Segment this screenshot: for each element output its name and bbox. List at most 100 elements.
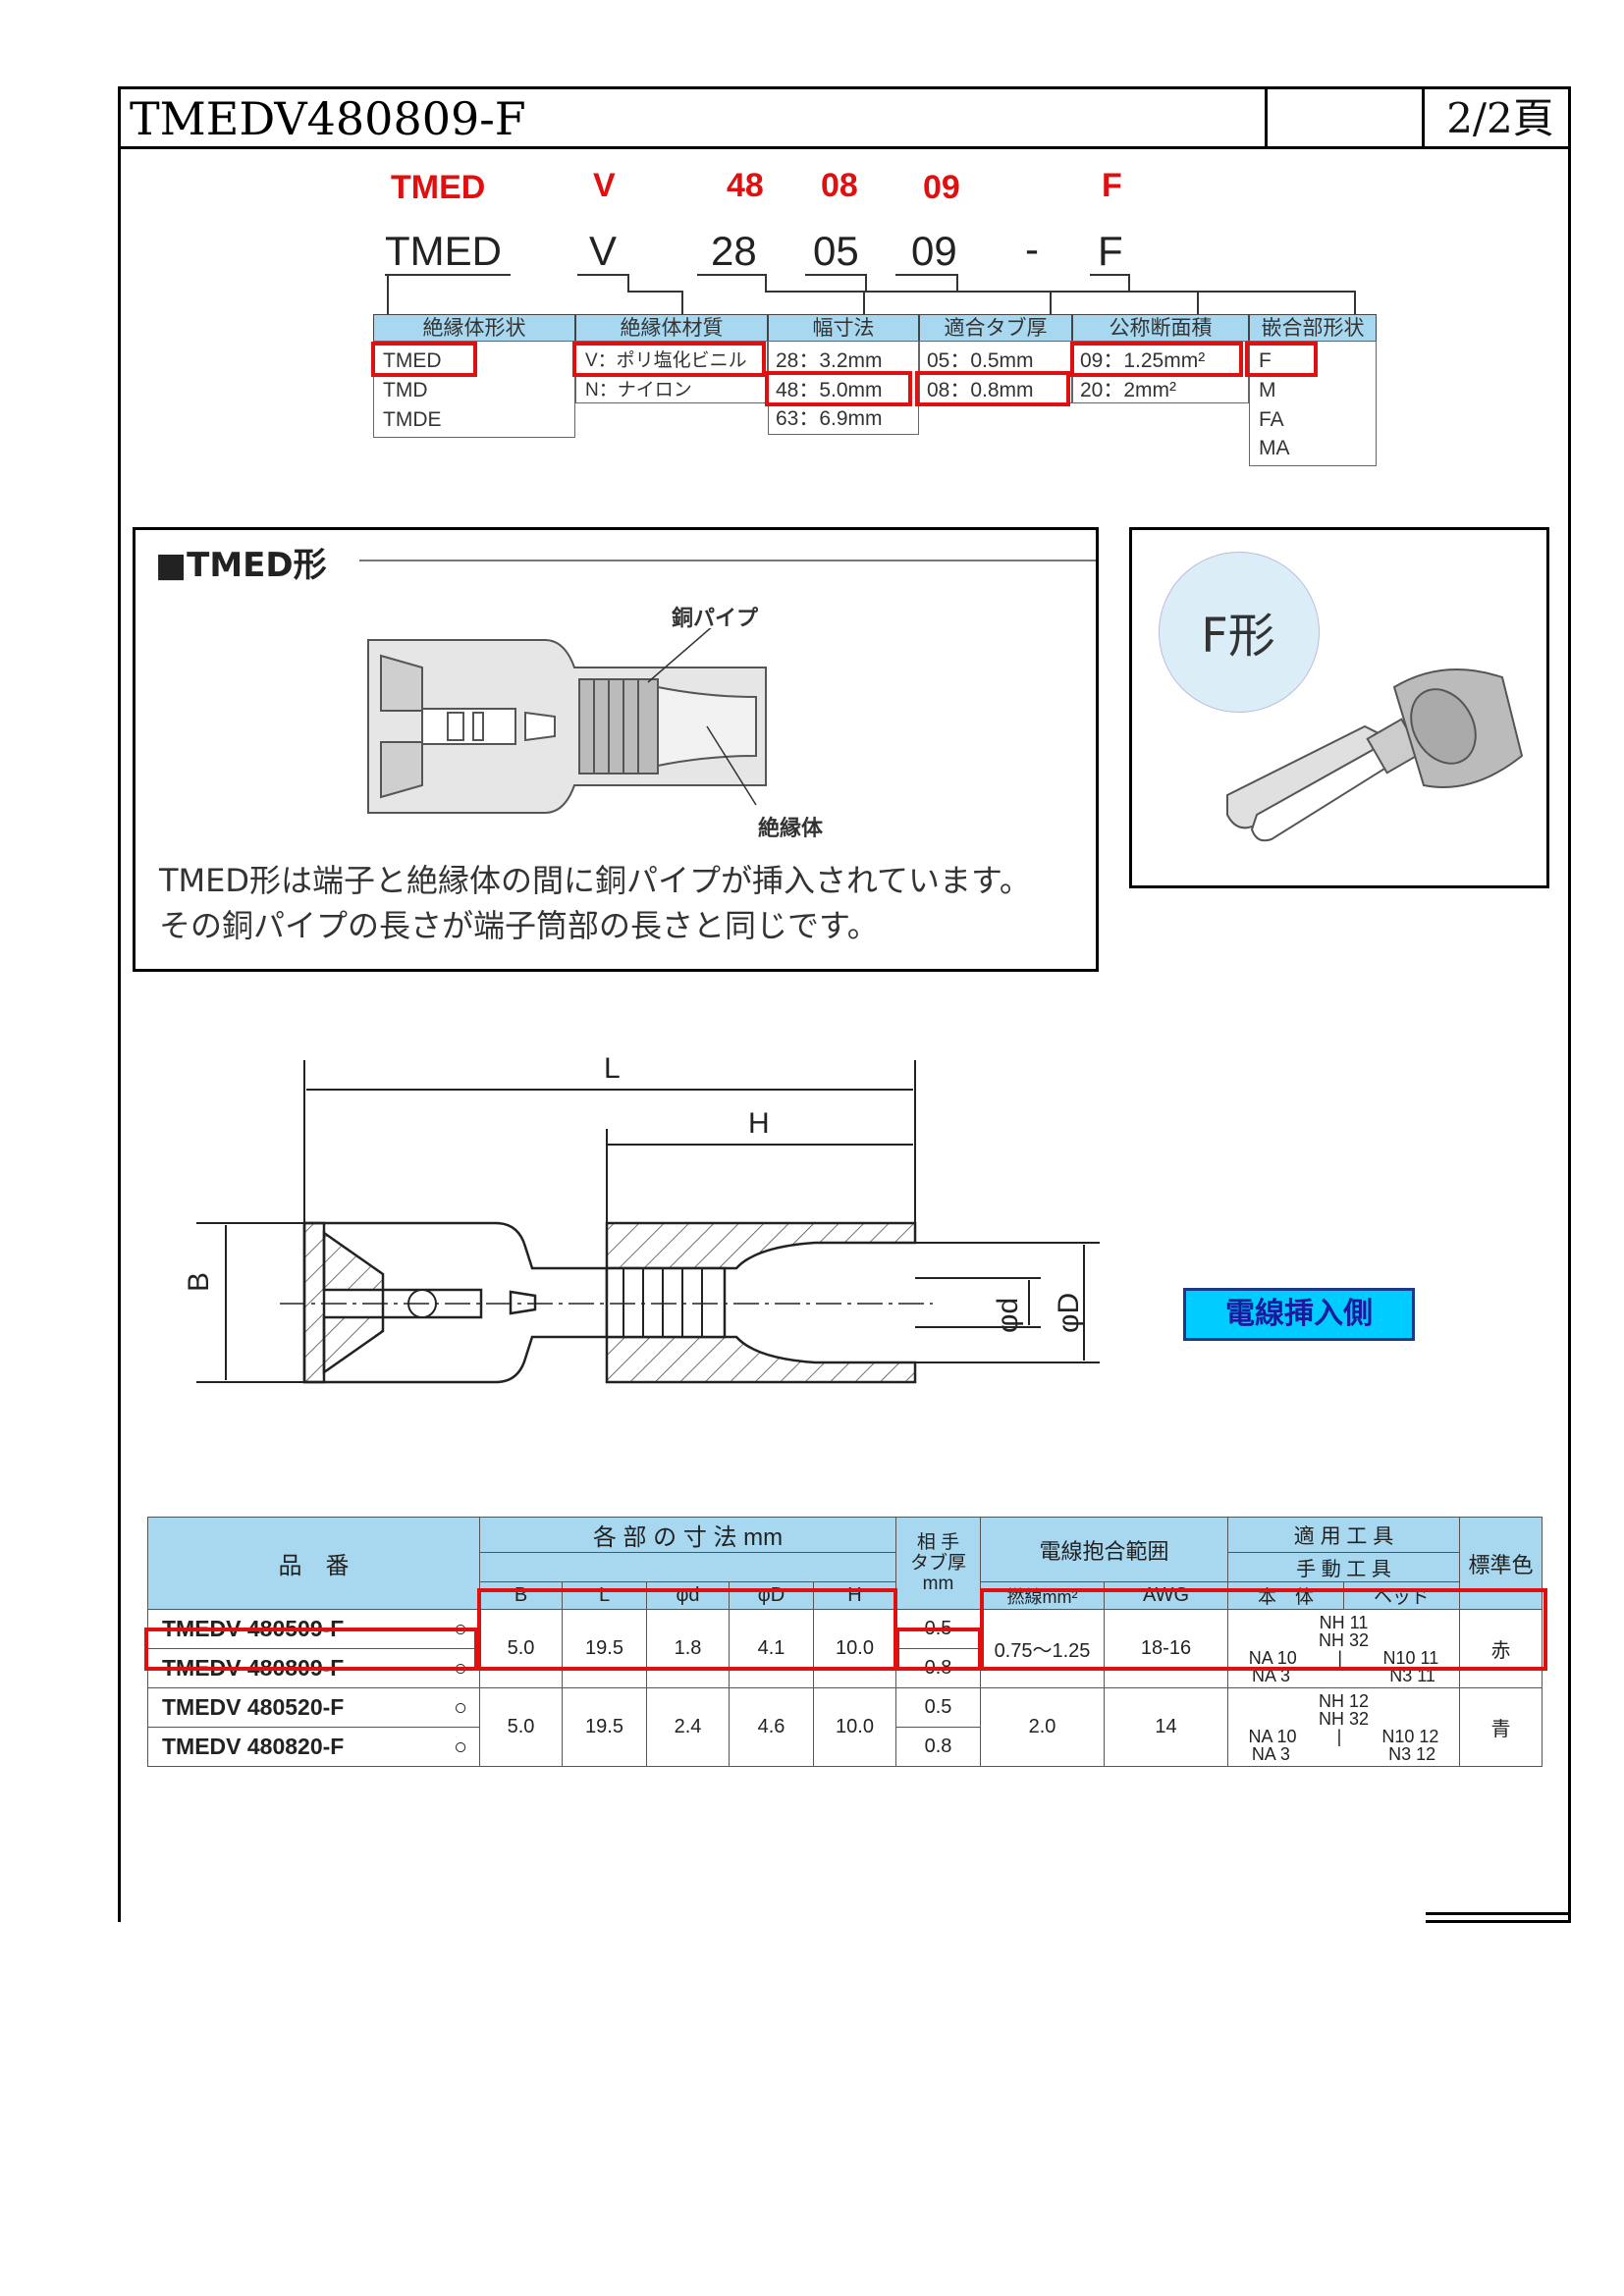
table-row: TMEDV 480820-F○ xyxy=(147,1727,480,1767)
key-col-fit-box xyxy=(1249,341,1377,466)
spec-cell-B: 5.0 xyxy=(479,1609,563,1688)
key-header-fit: 嵌合部形状 xyxy=(1249,314,1377,342)
tmed-description-line1: TMED形は端子と絶縁体の間に銅パイプが挿入されています。 xyxy=(159,862,1031,899)
example-code-material: V xyxy=(589,228,618,274)
key-shape-tmde: TMDE xyxy=(383,408,442,431)
key-header-shape: 絶縁体形状 xyxy=(373,314,575,342)
tmed-panel-title: ■TMED形 xyxy=(155,546,327,585)
spec-header-sq: 撚線mm² xyxy=(980,1581,1105,1610)
spec-header-dims: 各 部 の 寸 法 mm xyxy=(479,1517,896,1553)
spec-cell-H: 10.0 xyxy=(813,1687,896,1767)
key-header-section: 公称断面積 xyxy=(1072,314,1249,342)
highlight-tab-08 xyxy=(915,371,1070,406)
dim-label-B: B xyxy=(183,1271,215,1292)
f-terminal-illustration xyxy=(1226,668,1524,842)
key-material-n: N：ナイロン xyxy=(585,380,692,400)
spec-header-awg: AWG xyxy=(1104,1581,1228,1610)
key-header-material: 絶縁体材質 xyxy=(575,314,768,342)
spec-cell-tab: 0.8 xyxy=(895,1727,981,1767)
key-section-09: 09：1.25mm² xyxy=(1080,349,1206,372)
dim-label-d: φd xyxy=(992,1297,1024,1333)
spec-cell-d: 1.8 xyxy=(646,1609,730,1688)
key-shape-tmd: TMD xyxy=(383,379,428,401)
spec-cell-H: 10.0 xyxy=(813,1609,896,1688)
bottom-rule xyxy=(1426,1920,1571,1923)
page-number: 2/2頁 xyxy=(1446,94,1554,142)
dim-label-L: L xyxy=(604,1052,621,1085)
highlight-tab-0-8 xyxy=(895,1628,982,1671)
key-header-width: 幅寸法 xyxy=(768,314,919,342)
f-type-badge xyxy=(1159,552,1320,713)
spec-cell-B: 5.0 xyxy=(479,1687,563,1767)
example-code-shape: TMED xyxy=(385,228,502,274)
document-title: TMEDV480809-F xyxy=(130,92,526,145)
highlight-width-48 xyxy=(765,371,912,406)
right-border xyxy=(1568,149,1571,1922)
dim-label-H: H xyxy=(748,1107,770,1140)
code-connector-lines xyxy=(385,274,1356,314)
example-code-section: 09 xyxy=(911,228,957,274)
tmed-description-line2: その銅パイプの長さが端子筒部の長さと同じです。 xyxy=(159,907,879,944)
example-code-dash: - xyxy=(1025,226,1039,272)
spec-cell-D: 4.6 xyxy=(729,1687,814,1767)
key-fit-f: F xyxy=(1259,349,1272,372)
highlight-dimensions xyxy=(477,1588,897,1671)
highlight-tmed xyxy=(371,342,477,377)
spec-header-head: ヘッド xyxy=(1343,1581,1460,1610)
key-width-48: 48：5.0mm xyxy=(776,379,883,401)
spec-cell-awg: 18-16 xyxy=(1104,1609,1228,1688)
f-type-badge-label: F形 xyxy=(1201,609,1275,664)
spec-header-color: 標準色 xyxy=(1459,1517,1543,1610)
target-code-width: 48 xyxy=(727,167,764,204)
bottom-rule xyxy=(1426,1912,1571,1915)
spec-cell-L: 19.5 xyxy=(562,1687,647,1767)
key-tab-05: 05：0.5mm xyxy=(927,349,1034,372)
highlight-section-09 xyxy=(1070,342,1243,377)
key-fit-fa: FA xyxy=(1259,408,1284,431)
example-code-fit: F xyxy=(1098,228,1123,274)
dim-label-D: φD xyxy=(1053,1292,1085,1333)
key-shape-tmed: TMED xyxy=(383,349,442,372)
highlight-part-480809 xyxy=(144,1628,478,1671)
spec-header-H: H xyxy=(813,1581,896,1610)
target-code-shape: TMED xyxy=(391,169,486,206)
spec-cell-color: 青 xyxy=(1459,1687,1543,1767)
key-width-28: 28：3.2mm xyxy=(776,349,883,372)
tmed-info-panel xyxy=(133,527,1099,972)
spec-header-part: 品 番 xyxy=(147,1517,480,1610)
highlight-material-v xyxy=(572,342,766,377)
key-section-20: 20：2mm² xyxy=(1080,379,1177,401)
spec-cell-sq: 2.0 xyxy=(980,1687,1105,1767)
spec-header-B: B xyxy=(479,1581,563,1610)
spec-header-wire: 電線抱合範囲 xyxy=(980,1517,1228,1582)
spec-header-D: φD xyxy=(729,1581,814,1610)
target-code-tab: 08 xyxy=(821,167,858,204)
spec-header-body: 本 体 xyxy=(1227,1581,1344,1610)
spec-cell-awg: 14 xyxy=(1104,1687,1228,1767)
spec-header-manual-tool: 手 動 工 具 xyxy=(1227,1552,1460,1582)
label-insulator: 絶縁体 xyxy=(758,817,824,841)
key-col-shape-box xyxy=(373,341,575,438)
key-width-63: 63：6.9mm xyxy=(776,407,883,430)
header-divider xyxy=(1265,86,1268,149)
f-type-panel xyxy=(1129,527,1549,888)
target-code-section: 09 xyxy=(923,169,960,206)
spec-header-tool: 適 用 工 具 xyxy=(1227,1517,1460,1553)
spec-cell-d: 2.4 xyxy=(646,1687,730,1767)
wire-insertion-side-label: 電線挿入側 xyxy=(1183,1288,1415,1341)
key-material-v: V：ポリ塩化ビニル xyxy=(585,350,747,371)
key-header-tab: 適合タブ厚 xyxy=(919,314,1072,342)
label-copper-pipe: 銅パイプ xyxy=(672,607,759,631)
header-frame xyxy=(118,86,1571,149)
target-code-fit: F xyxy=(1102,167,1122,204)
spec-cell-color: 赤 xyxy=(1459,1609,1543,1688)
key-fit-ma: MA xyxy=(1259,437,1290,459)
target-code-material: V xyxy=(593,167,616,204)
left-border xyxy=(118,149,121,1922)
header-divider xyxy=(1422,86,1425,149)
spec-cell-tab: 0.5 xyxy=(895,1687,981,1728)
dimension-drawing xyxy=(196,1060,1100,1384)
highlight-wire-tools-color xyxy=(980,1588,1547,1671)
